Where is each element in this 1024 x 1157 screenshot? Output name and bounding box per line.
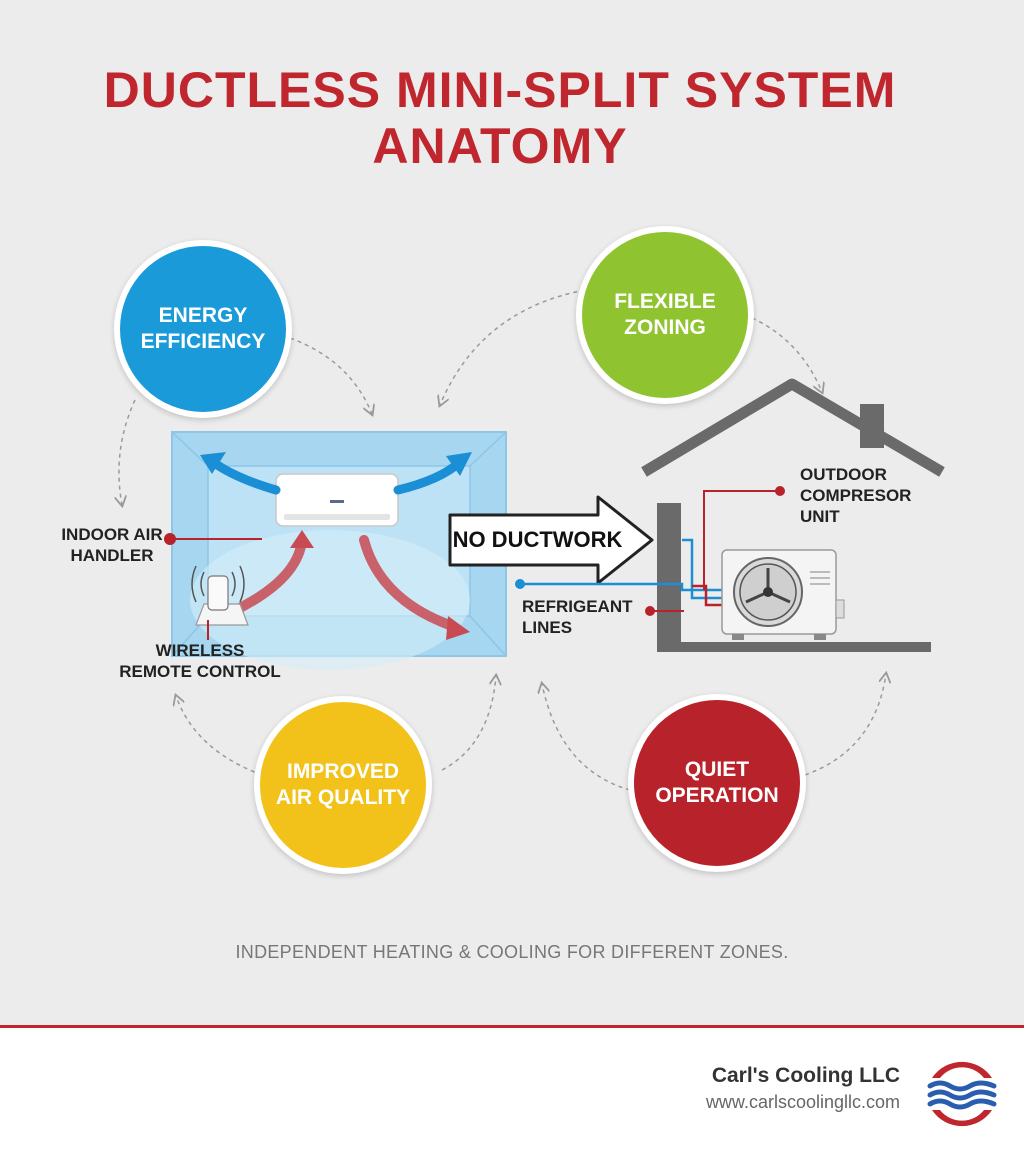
energy-line-2: EFFICIENCY (140, 330, 266, 353)
dotted-connectors (119, 289, 886, 791)
outdoor-pointers (650, 490, 780, 612)
page-title: DUCTLESS MINI-SPLIT SYSTEM ANATOMY (0, 62, 1000, 174)
wireless-remote-icon (191, 565, 249, 626)
improved-air-quality-circle: IMPROVED AIR QUALITY (254, 696, 432, 874)
refrigerant-lines (520, 538, 722, 607)
flexible-zoning-circle: FLEXIBLE ZONING (576, 226, 754, 404)
wireless-line-2: REMOTE CONTROL (119, 662, 281, 681)
company-name: Carl's Cooling LLC (711, 1064, 900, 1087)
zoning-line-2: ZONING (624, 316, 706, 339)
outdoor-line-3: UNIT (800, 507, 840, 526)
indoor-line-1: INDOOR AIR (61, 525, 163, 544)
company-website[interactable]: www.carlscoolingllc.com (705, 1092, 900, 1112)
wireless-remote-label: WIRELESS REMOTE CONTROL (110, 640, 290, 682)
quiet-line-1: QUIET (684, 758, 750, 781)
outdoor-line-2: COMPRESOR (800, 486, 912, 505)
air-line-1: IMPROVED (286, 760, 399, 783)
tagline: INDEPENDENT HEATING & COOLING FOR DIFFER… (235, 942, 789, 962)
warm-air-arrows (227, 535, 457, 631)
refrigerant-line-2: LINES (522, 618, 573, 637)
quiet-operation-circle: QUIET OPERATION (628, 694, 806, 872)
air-line-2: AIR QUALITY (275, 786, 411, 809)
company-info: Carl's Cooling LLC www.carlscoolingllc.c… (706, 1064, 900, 1113)
title-line-1: DUCTLESS MINI-SPLIT SYSTEM (103, 62, 897, 118)
outdoor-unit-icon (721, 549, 845, 640)
house-icon (641, 378, 945, 652)
indoor-unit-icon (275, 473, 399, 527)
zoning-line-1: FLEXIBLE (614, 290, 716, 313)
outdoor-line-1: OUTDOOR (800, 465, 887, 484)
no-ductwork-arrow (448, 495, 654, 585)
energy-line-1: ENERGY (158, 304, 248, 327)
company-logo-icon (926, 1056, 998, 1128)
quiet-line-2: OPERATION (655, 784, 779, 807)
refrigerant-lines-label: REFRIGEANT LINES (522, 596, 652, 638)
wireless-line-1: WIRELESS (155, 641, 245, 660)
energy-efficiency-circle: ENERGY EFFICIENCY (114, 240, 292, 418)
footer: Carl's Cooling LLC www.carlscoolingllc.c… (0, 1025, 1024, 1157)
indoor-air-handler-label: INDOOR AIR HANDLER (52, 524, 172, 566)
indoor-line-2: HANDLER (70, 546, 154, 565)
refrigerant-line-1: REFRIGEANT (522, 597, 633, 616)
title-line-2: ANATOMY (372, 118, 628, 174)
outdoor-compressor-label: OUTDOOR COMPRESOR UNIT (800, 464, 940, 527)
indoor-pointers (164, 533, 262, 640)
no-ductwork-label: NO DUCTWORK (452, 527, 623, 552)
